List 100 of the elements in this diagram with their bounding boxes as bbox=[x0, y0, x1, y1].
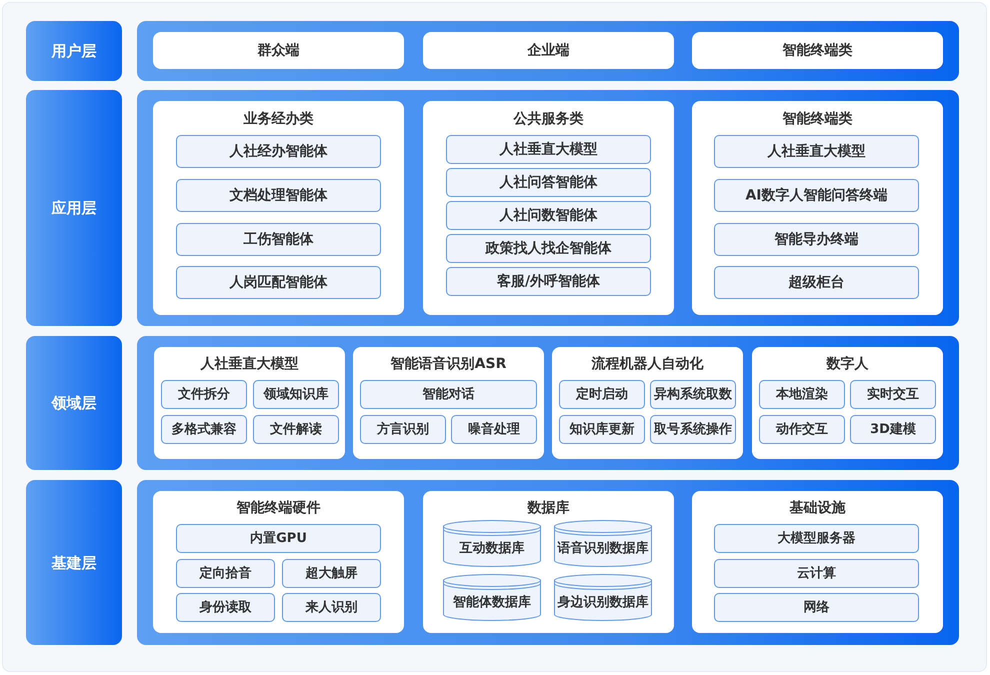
module-label: 定时启动 bbox=[576, 386, 628, 402]
layer-band bbox=[137, 480, 959, 645]
module-label: 方言识别 bbox=[377, 422, 429, 438]
module-label: 取号系统操作 bbox=[654, 422, 732, 438]
module-box bbox=[714, 524, 919, 553]
module-label: 云计算 bbox=[797, 566, 836, 582]
module-box bbox=[253, 380, 339, 409]
category-panel bbox=[752, 347, 943, 459]
category-panel bbox=[153, 491, 404, 633]
category-panel bbox=[423, 491, 674, 633]
module-box bbox=[282, 593, 381, 622]
module-label: 政策找人找企智能体 bbox=[486, 240, 612, 257]
module-label: 网络 bbox=[804, 600, 830, 616]
module-box bbox=[446, 234, 651, 263]
module-label: 人社问数智能体 bbox=[500, 207, 598, 224]
module-label: 超级柜台 bbox=[788, 274, 844, 291]
module-box bbox=[714, 135, 919, 168]
module-label: 知识库更新 bbox=[570, 422, 634, 438]
module-box bbox=[714, 179, 919, 212]
module-box bbox=[759, 380, 845, 409]
module-label: 身份读取 bbox=[200, 600, 252, 616]
module-box bbox=[714, 223, 919, 256]
module-label: 来人识别 bbox=[306, 600, 358, 616]
module-label: 人社垂直大模型 bbox=[500, 141, 598, 158]
module-box bbox=[360, 380, 537, 409]
category-panel bbox=[692, 101, 943, 315]
module-box bbox=[559, 415, 645, 444]
module-label: 文件解读 bbox=[270, 422, 322, 438]
module-label: 本地渲染 bbox=[776, 386, 828, 402]
module-box bbox=[161, 415, 247, 444]
module-label: 领域知识库 bbox=[264, 386, 328, 402]
module-box bbox=[253, 415, 339, 444]
module-label: 工伤智能体 bbox=[244, 231, 314, 248]
layer-tab bbox=[26, 90, 122, 326]
layer-tab bbox=[26, 480, 122, 645]
module-label: 3D建模 bbox=[870, 422, 916, 438]
module-label: 文档处理智能体 bbox=[230, 187, 328, 204]
module-box bbox=[176, 559, 275, 588]
module-box bbox=[176, 266, 381, 299]
module-label: 动作交互 bbox=[776, 422, 828, 438]
category-panel bbox=[153, 101, 404, 315]
panel-title: 人社垂直大模型 bbox=[200, 356, 298, 373]
module-label: 噪音处理 bbox=[468, 422, 520, 438]
module-label: 人社垂直大模型 bbox=[768, 143, 866, 160]
panel-title: 数据库 bbox=[528, 500, 570, 517]
category-panel bbox=[423, 101, 674, 315]
module-label: 实时交互 bbox=[867, 386, 919, 402]
module-label: 人岗匹配智能体 bbox=[230, 274, 328, 291]
client-box bbox=[423, 32, 674, 69]
layer-tab bbox=[26, 336, 122, 470]
panel-title: 智能终端类 bbox=[782, 111, 852, 128]
module-box bbox=[176, 223, 381, 256]
module-label: 定向拾音 bbox=[200, 566, 252, 582]
module-label: 智能导办终端 bbox=[774, 231, 858, 248]
module-box bbox=[176, 593, 275, 622]
client-label: 智能终端类 bbox=[782, 42, 852, 59]
database-label: 语音识别数据库 bbox=[558, 541, 648, 557]
panel-title: 公共服务类 bbox=[514, 111, 584, 128]
client-label: 企业端 bbox=[528, 42, 570, 59]
layer-band bbox=[137, 21, 959, 81]
module-box bbox=[759, 415, 845, 444]
client-box bbox=[692, 32, 943, 69]
module-box bbox=[176, 524, 381, 553]
layer-band bbox=[137, 336, 959, 470]
panel-title: 智能语音识别ASR bbox=[390, 356, 506, 373]
layer-title: 用户层 bbox=[52, 42, 96, 60]
module-box bbox=[282, 559, 381, 588]
module-box bbox=[451, 415, 537, 444]
module-label: 人社经办智能体 bbox=[230, 143, 328, 160]
module-label: 大模型服务器 bbox=[778, 530, 856, 546]
panel-title: 基础设施 bbox=[790, 500, 846, 517]
panel-title: 流程机器人自动化 bbox=[592, 356, 704, 373]
module-label: 内置GPU bbox=[250, 530, 307, 546]
category-panel bbox=[353, 347, 544, 459]
module-label: 智能对话 bbox=[422, 386, 474, 402]
module-label: 人社问答智能体 bbox=[500, 174, 598, 191]
module-box bbox=[559, 380, 645, 409]
category-panel bbox=[154, 347, 345, 459]
layer-tab bbox=[26, 21, 122, 81]
module-box bbox=[650, 380, 736, 409]
panel-title: 业务经办类 bbox=[244, 111, 314, 128]
category-panel bbox=[552, 347, 743, 459]
module-box bbox=[714, 559, 919, 588]
module-box bbox=[176, 135, 381, 168]
module-box bbox=[176, 179, 381, 212]
module-box bbox=[161, 380, 247, 409]
module-box bbox=[850, 380, 936, 409]
layer-title: 基建层 bbox=[52, 554, 96, 572]
panel-title: 智能终端硬件 bbox=[236, 500, 320, 517]
database-label: 身边识别数据库 bbox=[558, 595, 648, 611]
module-label: 多格式兼容 bbox=[172, 422, 236, 438]
module-box bbox=[714, 266, 919, 299]
layer-title: 领域层 bbox=[52, 394, 96, 412]
module-box bbox=[850, 415, 936, 444]
module-box bbox=[650, 415, 736, 444]
module-box bbox=[446, 135, 651, 164]
database-label: 智能体数据库 bbox=[453, 595, 531, 611]
module-box bbox=[446, 168, 651, 197]
database-label: 互动数据库 bbox=[460, 541, 524, 557]
category-panel bbox=[692, 491, 943, 633]
